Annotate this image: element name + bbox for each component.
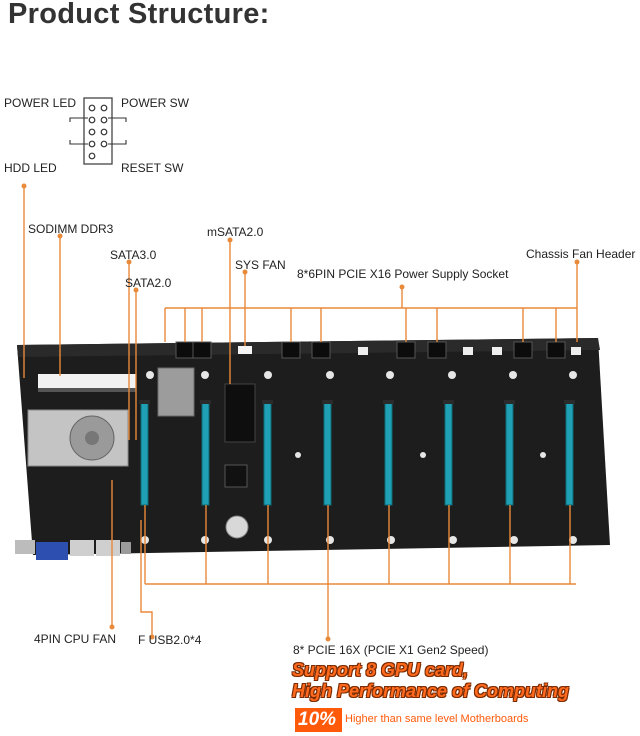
label-sys-fan: SYS FAN — [235, 258, 286, 272]
label-chassis-fan: Chassis Fan Header — [526, 247, 636, 261]
promo-line-2: High Performance of Computing — [292, 681, 570, 701]
leader-lines — [23, 188, 578, 638]
label-msata: mSATA2.0 — [207, 225, 264, 239]
label-reset-sw: RESET SW — [121, 161, 184, 175]
label-usb: F USB2.0*4 — [138, 633, 202, 647]
label-cpu-fan: 4PIN CPU FAN — [34, 632, 117, 646]
board — [15, 338, 610, 560]
label-sata2: SATA2.0 — [125, 276, 172, 290]
promo-percent-badge: 10% — [295, 708, 342, 732]
promo-headline: Support 8 GPU card, High Performance of … — [292, 660, 569, 702]
promo-line-1: Support 8 GPU card, — [292, 660, 469, 680]
label-pcie-slots: 8* PCIE 16X (PCIE X1 Gen2 Speed) — [293, 643, 489, 657]
label-power-led: POWER LED — [4, 96, 77, 110]
label-pcie-power: 8*6PIN PCIE X16 Power Supply Socket — [297, 267, 509, 281]
label-power-sw: POWER SW — [121, 96, 189, 110]
leader-dots — [21, 183, 580, 642]
label-sodimm: SODIMM DDR3 — [28, 222, 114, 236]
front-panel-header — [69, 97, 127, 165]
label-hdd-led: HDD LED — [4, 161, 57, 175]
label-sata3: SATA3.0 — [110, 248, 157, 262]
promo-tagline: Higher than same level Motherboards — [345, 713, 529, 725]
page-title: Product Structure: — [8, 0, 270, 30]
